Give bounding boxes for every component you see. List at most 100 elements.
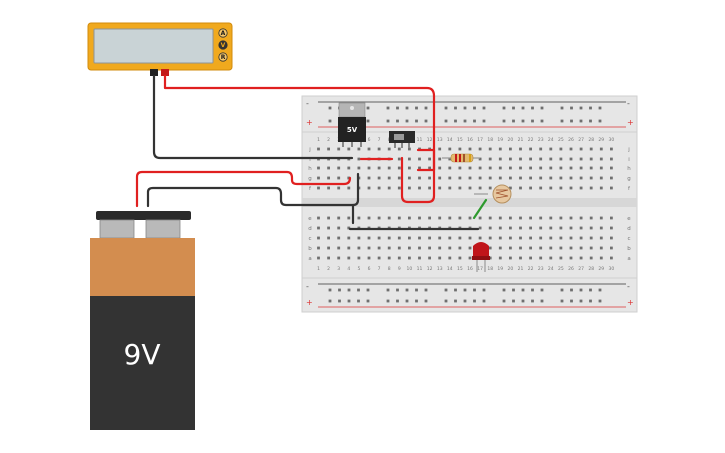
breadboard-hole[interactable]: [579, 226, 583, 230]
breadboard-hole[interactable]: [519, 147, 522, 151]
breadboard-hole[interactable]: [405, 288, 409, 292]
breadboard-hole[interactable]: [599, 166, 603, 170]
breadboard-hole[interactable]: [463, 119, 467, 123]
breadboard-hole[interactable]: [386, 288, 390, 292]
breadboard-hole[interactable]: [579, 288, 583, 292]
breadboard-hole[interactable]: [415, 106, 418, 110]
breadboard-hole[interactable]: [589, 246, 593, 250]
breadboard-hole[interactable]: [521, 288, 525, 292]
breadboard-hole[interactable]: [387, 216, 391, 220]
wire-red-loop[interactable]: [400, 148, 436, 204]
breadboard-hole[interactable]: [468, 216, 472, 220]
breadboard-hole[interactable]: [444, 299, 448, 303]
breadboard-hole[interactable]: [418, 166, 421, 170]
wire-red-battery[interactable]: [135, 170, 352, 208]
breadboard-hole[interactable]: [610, 147, 613, 151]
breadboard-hole[interactable]: [488, 186, 492, 190]
breadboard-hole[interactable]: [415, 299, 418, 303]
breadboard-hole[interactable]: [529, 166, 532, 170]
breadboard-hole[interactable]: [438, 256, 442, 260]
mode-r-button[interactable]: [218, 52, 228, 62]
breadboard-hole[interactable]: [328, 299, 332, 303]
breadboard-hole[interactable]: [397, 166, 401, 170]
breadboard-hole[interactable]: [570, 288, 573, 292]
battery-terminal-negative[interactable]: [145, 219, 181, 239]
breadboard-hole[interactable]: [408, 246, 411, 250]
breadboard-hole[interactable]: [560, 106, 564, 110]
breadboard-hole[interactable]: [579, 147, 583, 151]
breadboard-hole[interactable]: [444, 106, 448, 110]
breadboard-hole[interactable]: [610, 256, 613, 260]
breadboard-hole[interactable]: [589, 226, 593, 230]
breadboard-hole[interactable]: [328, 106, 332, 110]
breadboard-hole[interactable]: [589, 236, 593, 240]
breadboard-hole[interactable]: [397, 157, 401, 161]
breadboard-hole[interactable]: [569, 246, 573, 250]
breadboard-hole[interactable]: [539, 147, 543, 151]
breadboard-hole[interactable]: [579, 216, 583, 220]
breadboard-hole[interactable]: [498, 236, 502, 240]
breadboard-hole[interactable]: [509, 236, 512, 240]
breadboard-hole[interactable]: [428, 186, 431, 190]
breadboard-hole[interactable]: [539, 176, 543, 180]
breadboard-hole[interactable]: [589, 256, 593, 260]
breadboard-hole[interactable]: [463, 288, 467, 292]
breadboard-hole[interactable]: [317, 166, 320, 170]
breadboard-hole[interactable]: [599, 186, 603, 190]
breadboard-hole[interactable]: [317, 147, 320, 151]
breadboard-hole[interactable]: [478, 186, 482, 190]
breadboard-hole[interactable]: [387, 246, 391, 250]
breadboard-hole[interactable]: [498, 226, 502, 230]
breadboard-hole[interactable]: [509, 147, 512, 151]
breadboard-hole[interactable]: [366, 119, 370, 123]
breadboard-hole[interactable]: [589, 186, 593, 190]
breadboard-hole[interactable]: [458, 256, 462, 260]
breadboard-hole[interactable]: [448, 176, 452, 180]
breadboard-hole[interactable]: [519, 226, 522, 230]
breadboard-hole[interactable]: [589, 299, 592, 303]
breadboard-hole[interactable]: [418, 256, 421, 260]
breadboard-hole[interactable]: [488, 147, 492, 151]
breadboard-hole[interactable]: [502, 288, 506, 292]
mode-v-button[interactable]: [218, 40, 228, 50]
wire-black-meter[interactable]: [152, 74, 354, 160]
breadboard-hole[interactable]: [444, 288, 448, 292]
breadboard-hole[interactable]: [366, 299, 370, 303]
breadboard-hole[interactable]: [357, 157, 361, 161]
breadboard-hole[interactable]: [610, 157, 613, 161]
breadboard-hole[interactable]: [478, 226, 482, 230]
breadboard-hole[interactable]: [424, 288, 428, 292]
breadboard-hole[interactable]: [589, 166, 593, 170]
breadboard-hole[interactable]: [549, 157, 553, 161]
breadboard-hole[interactable]: [539, 246, 543, 250]
breadboard-hole[interactable]: [509, 186, 512, 190]
breadboard-hole[interactable]: [570, 119, 573, 123]
breadboard-hole[interactable]: [458, 236, 462, 240]
breadboard-hole[interactable]: [498, 246, 502, 250]
breadboard-hole[interactable]: [428, 157, 431, 161]
breadboard-hole[interactable]: [338, 299, 341, 303]
breadboard-hole[interactable]: [377, 186, 381, 190]
breadboard-hole[interactable]: [559, 216, 563, 220]
breadboard-hole[interactable]: [377, 256, 381, 260]
breadboard-hole[interactable]: [531, 106, 534, 110]
breadboard-hole[interactable]: [559, 236, 563, 240]
breadboard-hole[interactable]: [599, 256, 603, 260]
breadboard-hole[interactable]: [509, 246, 512, 250]
breadboard-hole[interactable]: [502, 299, 506, 303]
breadboard-hole[interactable]: [529, 246, 532, 250]
breadboard-hole[interactable]: [387, 236, 391, 240]
breadboard-hole[interactable]: [509, 176, 512, 180]
breadboard-hole[interactable]: [570, 299, 573, 303]
breadboard-hole[interactable]: [377, 216, 381, 220]
breadboard-hole[interactable]: [347, 246, 351, 250]
breadboard-hole[interactable]: [589, 119, 592, 123]
breadboard-hole[interactable]: [540, 119, 544, 123]
breadboard-hole[interactable]: [408, 186, 411, 190]
breadboard-hole[interactable]: [519, 246, 522, 250]
breadboard-hole[interactable]: [317, 176, 320, 180]
breadboard-hole[interactable]: [357, 256, 361, 260]
breadboard-hole[interactable]: [418, 236, 421, 240]
breadboard-hole[interactable]: [482, 299, 486, 303]
breadboard-hole[interactable]: [478, 157, 482, 161]
